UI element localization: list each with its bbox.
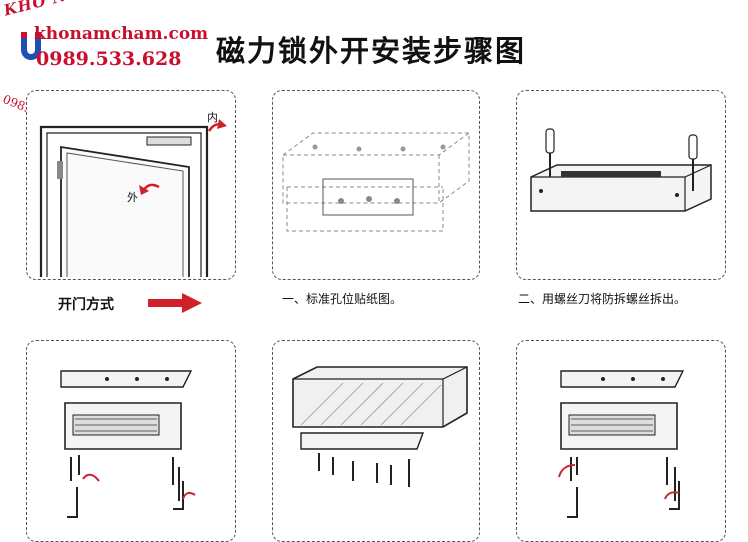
- brand-phone: 0989.533.628: [36, 48, 182, 70]
- panel-step-4: [272, 340, 480, 542]
- brand-logo: KHO NAM CHÂM khonamcham.com 0989.533.628…: [0, 0, 220, 136]
- lock-mount-illustration: [60, 370, 196, 518]
- template-sticker-illustration: [282, 132, 470, 232]
- frame-mount-illustration: [292, 366, 468, 487]
- lock-mount-illustration-2: [558, 370, 685, 518]
- magnet-icon: [21, 32, 41, 60]
- panel-door-diagram: 内 外: [26, 90, 236, 280]
- label-inside: 内: [207, 110, 218, 124]
- label-outside: 外: [127, 191, 138, 204]
- panel-step-5: [516, 340, 726, 542]
- step-1-caption: 一、标准孔位贴纸图。: [282, 292, 403, 306]
- brand-site: khonamcham.com: [34, 24, 209, 44]
- door-illustration: 内 外: [39, 110, 227, 277]
- arrow-right-icon: [148, 293, 202, 313]
- screwdriver-illustration: [530, 128, 712, 212]
- page-title: 磁力锁外开安装步骤图: [216, 34, 527, 68]
- door-direction-caption: 开门方式: [58, 297, 114, 313]
- panel-step-3: [26, 340, 236, 542]
- panel-step-2: [516, 90, 726, 280]
- step-2-caption: 二、用螺丝刀将防拆螺丝拆出。: [518, 292, 687, 306]
- panel-step-1: [272, 90, 480, 280]
- brand-name: KHO NAM CHÂM: [2, 0, 161, 19]
